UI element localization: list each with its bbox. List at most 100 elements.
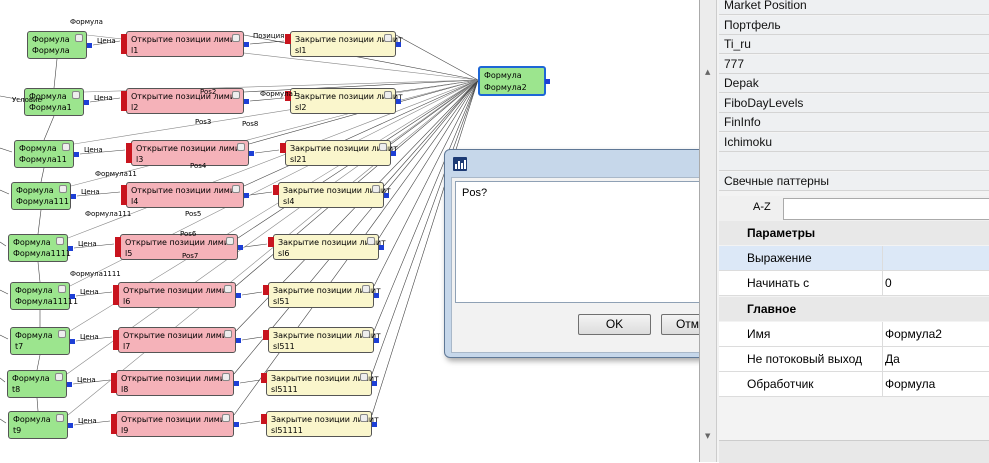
output-port[interactable] [84,100,89,105]
node-settings-icon[interactable] [224,285,232,293]
input-port[interactable] [273,185,279,190]
list-item[interactable]: FiboDayLevels [719,93,989,113]
input-port[interactable] [126,148,132,153]
input-port[interactable] [115,242,121,247]
list-item[interactable]: Ichimoku [719,132,989,152]
node-settings-icon[interactable] [362,330,370,338]
input-port[interactable] [268,237,274,242]
input-port[interactable] [113,290,119,295]
node-settings-icon[interactable] [232,91,240,99]
output-port[interactable] [391,151,396,156]
input-port[interactable] [113,295,119,300]
input-port[interactable] [121,190,127,195]
output-port[interactable] [396,99,401,104]
output-port[interactable] [236,293,241,298]
input-port[interactable] [115,247,121,252]
output-port[interactable] [87,43,92,48]
input-port[interactable] [285,39,291,44]
list-item[interactable] [719,152,989,171]
output-port[interactable] [379,245,384,250]
ok-button[interactable]: OK [578,314,651,335]
node-settings-icon[interactable] [59,185,67,193]
list-item[interactable]: Market Position [719,0,989,15]
prop-start[interactable]: Начинать с 0 [719,271,989,296]
node-settings-icon[interactable] [237,143,245,151]
node-settings-icon[interactable] [222,373,230,381]
node-settings-icon[interactable] [367,237,375,245]
node-settings-icon[interactable] [56,414,64,422]
output-port[interactable] [234,422,239,427]
node-settings-icon[interactable] [226,237,234,245]
output-port[interactable] [384,193,389,198]
input-port[interactable] [121,185,127,190]
output-port[interactable] [244,99,249,104]
input-port[interactable] [261,378,267,383]
input-port[interactable] [121,91,127,96]
output-port[interactable] [372,381,377,386]
output-port[interactable] [238,245,243,250]
input-port[interactable] [126,153,132,158]
input-port[interactable] [280,148,286,153]
input-port[interactable] [126,158,132,163]
output-port[interactable] [545,79,550,84]
selected-formula-node[interactable]: Формула Формула2 [478,66,550,96]
input-port[interactable] [121,195,127,200]
input-port[interactable] [111,383,117,388]
output-port[interactable] [244,42,249,47]
panel-scrollbar[interactable]: ▲ ▼ [700,0,717,462]
node-settings-icon[interactable] [75,34,83,42]
input-port[interactable] [263,335,269,340]
sort-az-button[interactable]: A-Z [753,201,771,213]
node-settings-icon[interactable] [62,143,70,151]
input-port[interactable] [113,335,119,340]
list-item[interactable]: Свечные паттерны [719,171,989,191]
node-settings-icon[interactable] [58,330,66,338]
list-item[interactable]: FinInfo [719,113,989,132]
input-port[interactable] [111,378,117,383]
input-port[interactable] [111,419,117,424]
input-port[interactable] [113,300,119,305]
input-port[interactable] [113,285,119,290]
node-settings-icon[interactable] [56,237,64,245]
output-port[interactable] [234,381,239,386]
input-port[interactable] [263,285,269,290]
prop-expression[interactable]: Выражение [719,246,989,271]
output-port[interactable] [396,42,401,47]
node-settings-icon[interactable] [360,414,368,422]
input-port[interactable] [111,414,117,419]
output-port[interactable] [71,194,76,199]
input-port[interactable] [111,373,117,378]
prop-handler[interactable]: Обработчик Формула [719,372,989,397]
node-settings-icon[interactable] [379,143,387,151]
input-port[interactable] [115,252,121,257]
input-port[interactable] [285,91,291,96]
input-port[interactable] [273,190,279,195]
output-port[interactable] [74,152,79,157]
input-port[interactable] [121,101,127,106]
node-settings-icon[interactable] [384,34,392,42]
list-item[interactable]: Depak [719,74,989,93]
input-port[interactable] [121,44,127,49]
input-port[interactable] [263,330,269,335]
output-port[interactable] [68,246,73,251]
expression-textarea[interactable] [455,181,740,303]
